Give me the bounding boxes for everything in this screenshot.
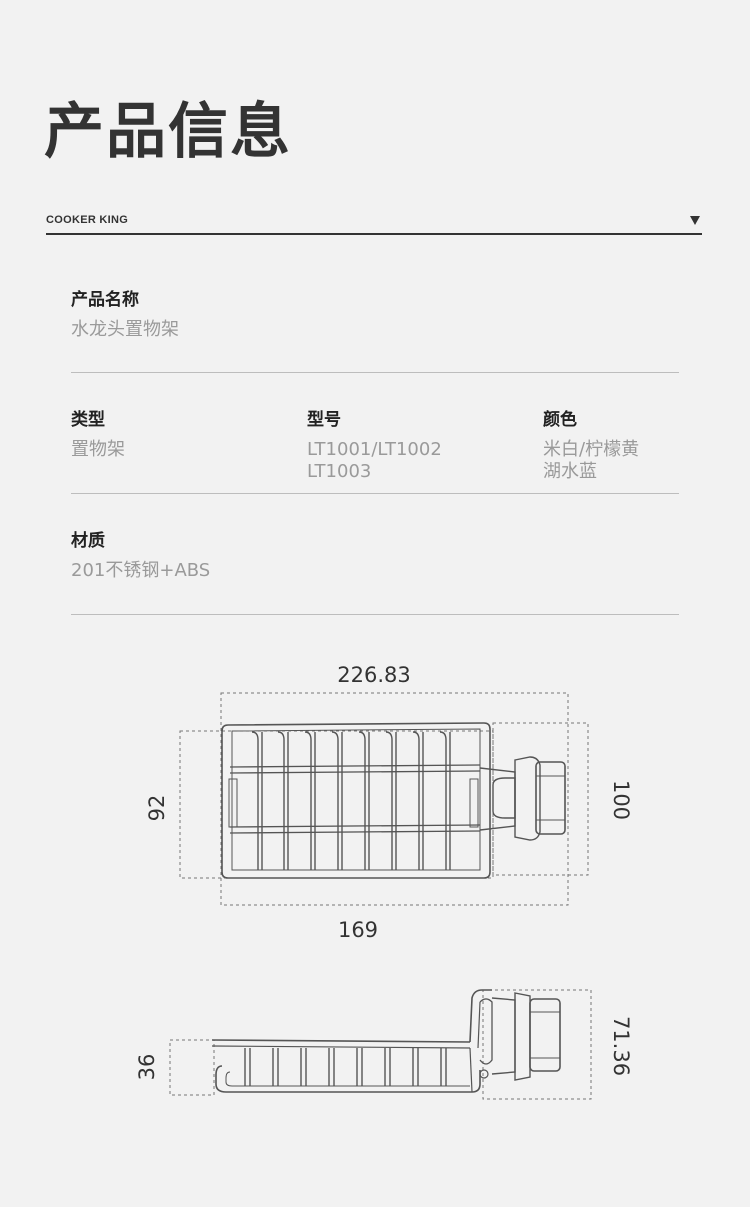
dim-label-right-depth: 100 (609, 780, 633, 820)
spec-color: 颜色 米白/柠檬黄 湖水蓝 (543, 409, 639, 483)
spec-product-name: 产品名称 水龙头置物架 (71, 289, 179, 341)
divider (71, 372, 679, 373)
spec-label: 产品名称 (71, 290, 139, 310)
spec-value: 置物架 (71, 439, 125, 460)
dim-box-total-height (482, 989, 592, 1100)
spec-label: 型号 (307, 410, 341, 430)
dim-label-total-height: 71.36 (609, 1016, 633, 1076)
dim-box-total-width (220, 692, 569, 906)
spec-material: 材质 201不锈钢+ABS (71, 530, 210, 582)
spec-label: 颜色 (543, 410, 577, 430)
spec-model: 型号 LT1001/LT1002 LT1003 (307, 409, 442, 483)
brand-divider (46, 233, 702, 235)
spec-value: 米白/柠檬黄 湖水蓝 (543, 439, 639, 483)
spec-value-line: 湖水蓝 (543, 461, 597, 482)
dim-label-total-width: 226.83 (337, 663, 410, 687)
spec-value: 201不锈钢+ABS (71, 560, 211, 581)
brand-name: COOKER KING (46, 214, 129, 226)
spec-type: 类型 置物架 (71, 409, 125, 461)
side-view-drawing (169, 989, 592, 1100)
spec-value-line: 米白/柠檬黄 (543, 439, 640, 460)
dim-label-left-depth: 92 (145, 795, 169, 822)
product-dimension-drawing: 226.83 169 92 100 (135, 663, 633, 1100)
divider (71, 614, 679, 615)
spec-value-line: LT1001/LT1002 (307, 439, 442, 460)
spec-label: 类型 (71, 410, 105, 430)
page-title: 产品信息 (44, 97, 292, 167)
spec-label: 材质 (71, 531, 105, 551)
spec-value: 水龙头置物架 (71, 319, 179, 340)
caret-down-icon[interactable] (690, 216, 700, 225)
divider (71, 493, 679, 494)
spec-value-line: LT1003 (307, 461, 372, 482)
spec-value: LT1001/LT1002 LT1003 (307, 439, 442, 483)
dim-label-body-width: 169 (338, 918, 378, 942)
dim-box-basket-height (169, 1039, 215, 1096)
top-view-drawing (179, 692, 589, 906)
dim-box-right-depth (492, 722, 589, 876)
dim-label-basket-height: 36 (135, 1054, 159, 1081)
